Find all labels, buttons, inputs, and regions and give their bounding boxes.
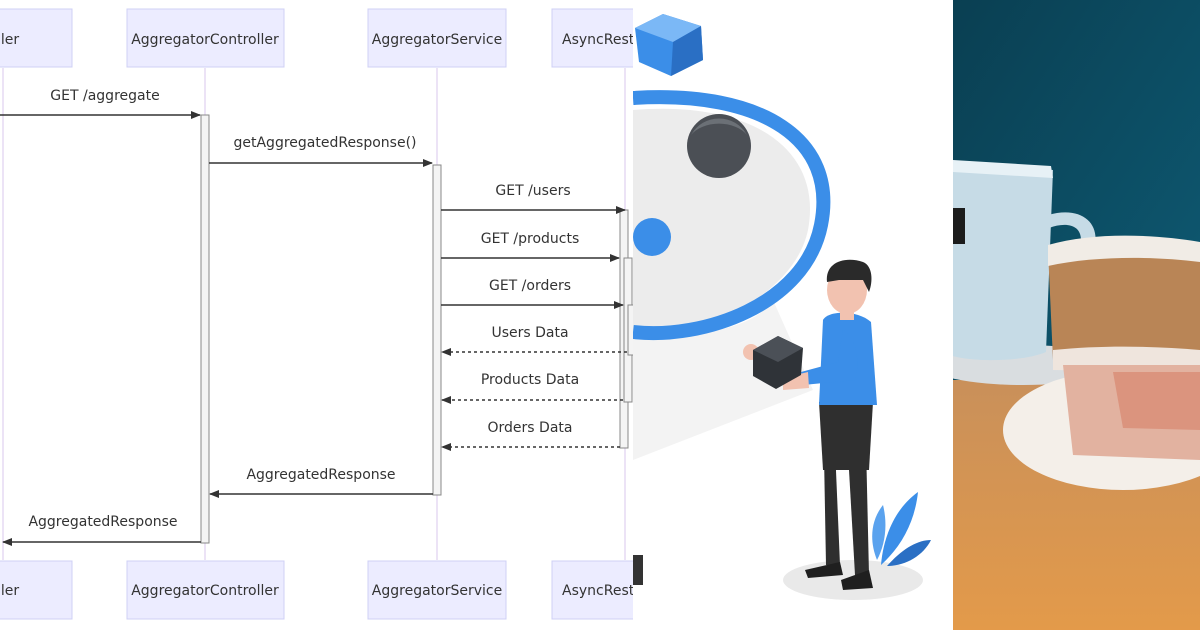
coffee-cake-photo-icon [953,0,1200,630]
activation-service [432,164,442,496]
message-orders-data: Orders Data [441,420,620,451]
message-label: Users Data [491,325,568,341]
cake-slice-icon [1003,235,1200,490]
message-get-orders: GET /orders [441,278,624,309]
participant-async-bottom: AsyncRestT [551,560,633,620]
participant-label: AggregatorController [131,32,279,48]
participant-client-top: ller [0,8,73,68]
message-label: GET /products [481,231,580,247]
sequence-diagram-svg: ller AggregatorController AggregatorServ… [0,8,633,620]
participant-async-top: AsyncRestT [551,8,633,68]
photo-svg [953,0,1200,630]
message-label: Products Data [481,372,579,388]
message-label: AggregatedResponse [28,514,177,530]
funnel-icon [633,90,831,585]
message-aggregated-response-to-controller: AggregatedResponse [209,467,433,498]
person-icon [743,259,877,590]
message-products-data: Products Data [441,372,623,404]
participant-service-bottom: AggregatorService [367,560,507,620]
participant-label: AggregatorService [372,583,502,599]
message-label: AggregatedResponse [246,467,395,483]
participant-client-bottom: ller [0,560,73,620]
illustration-svg [633,14,931,600]
message-get-aggregated-response: getAggregatedResponse() [209,135,433,167]
person-holding-cube-icon [633,0,953,630]
activation-controller [200,114,210,544]
message-label: GET /users [495,183,570,199]
message-users-data: Users Data [441,325,627,356]
message-label: getAggregatedResponse() [233,135,416,151]
sequence-diagram: ller AggregatorController AggregatorServ… [0,8,633,620]
message-get-products: GET /products [441,231,620,262]
message-get-aggregate: GET /aggregate [0,88,201,119]
participant-label: AggregatorService [372,32,502,48]
message-get-users: GET /users [441,183,626,214]
floating-cube-icon [635,14,703,76]
message-label: GET /orders [489,278,571,294]
participant-controller-bottom: AggregatorController [126,560,285,620]
participant-label: AsyncRestT [562,583,633,599]
participant-label: ller [0,32,19,48]
message-label: GET /aggregate [50,88,159,104]
participant-label: ller [0,583,19,599]
participant-label: AggregatorController [131,583,279,599]
activation-async-3 [627,304,633,356]
participant-service-top: AggregatorService [367,8,507,68]
participant-label: AsyncRestT [562,32,633,48]
plant-icon [872,492,931,566]
message-label: Orders Data [488,420,573,436]
participant-controller-top: AggregatorController [126,8,285,68]
message-aggregated-response-to-client: AggregatedResponse [2,514,201,546]
